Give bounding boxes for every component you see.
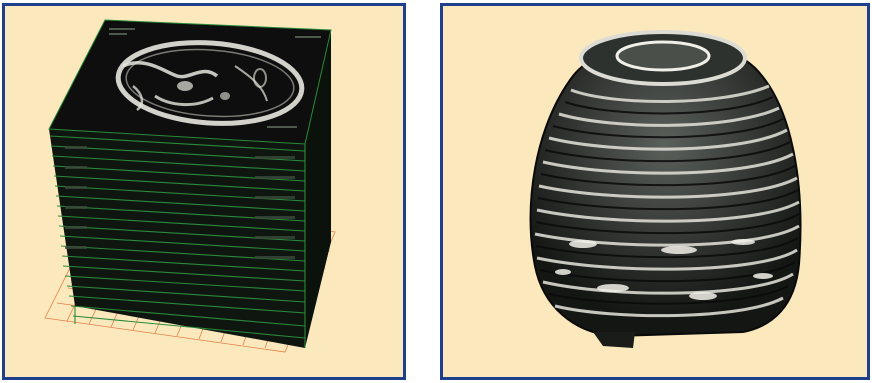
- rendered-head-volume: [531, 32, 801, 348]
- volume-rendering-figure: [443, 6, 867, 377]
- right-image-panel: [440, 3, 870, 380]
- ct-slice-stack-figure: [5, 6, 403, 377]
- top-ct-slice: [49, 20, 331, 144]
- left-image-panel: [2, 3, 406, 380]
